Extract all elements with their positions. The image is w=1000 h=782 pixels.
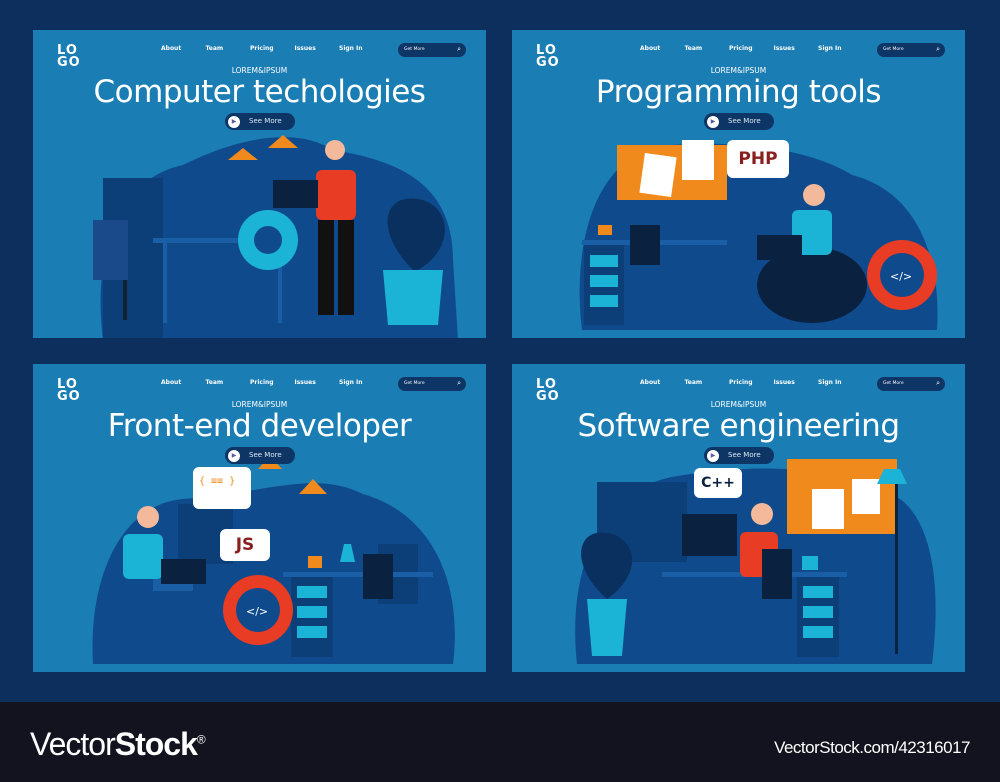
kicker-text: LOREM&IPSUM [710, 66, 767, 75]
svg-text:{ ≡≡ }: { ≡≡ } [199, 476, 235, 487]
nav-link-issues[interactable]: Issues [294, 379, 316, 386]
nav-link-about[interactable]: About [161, 379, 182, 386]
logo[interactable]: LO GO [536, 377, 560, 404]
page-title: Software engineering [577, 408, 901, 444]
nav-link-sign-in[interactable]: Sign In [339, 45, 363, 52]
nav-link-issues[interactable]: Issues [294, 45, 316, 52]
top-nav: About Team Pricing Issues Sign In [161, 45, 384, 52]
nav-link-sign-in[interactable]: Sign In [818, 45, 842, 52]
top-nav: About Team Pricing Issues Sign In [640, 45, 863, 52]
see-more-button[interactable]: ▶ See More [704, 447, 774, 464]
image-id: VectorStock.com/42316017 [774, 738, 970, 757]
nav-link-issues[interactable]: Issues [773, 379, 795, 386]
see-more-label: See More [728, 117, 761, 125]
logo[interactable]: LO GO [57, 43, 81, 70]
search-icon[interactable]: ⌕ [936, 379, 940, 387]
play-icon: ▶ [707, 115, 719, 128]
see-more-label: See More [728, 451, 761, 459]
search-input[interactable]: Get More ⌕ [877, 43, 945, 57]
page-title: Computer techologies [93, 74, 426, 110]
search-input[interactable]: Get More ⌕ [877, 377, 945, 391]
nav-link-about[interactable]: About [640, 379, 661, 386]
landing-page-computer: LO GO About Team Pricing Issues Sign In Get … [33, 30, 486, 338]
kicker-text: LOREM&IPSUM [231, 66, 288, 75]
nav-link-sign-in[interactable]: Sign In [339, 379, 363, 386]
nav-link-pricing[interactable]: Pricing [250, 45, 274, 52]
search-input[interactable]: Get More ⌕ [398, 43, 466, 57]
illustration-software [575, 459, 936, 664]
play-icon: ▶ [707, 449, 719, 462]
illustration-programming: </> [579, 140, 938, 330]
nav-link-team[interactable]: Team [205, 379, 224, 386]
registered-mark: ® [196, 732, 206, 747]
vectorstock-logo: VectorStock® [30, 726, 206, 763]
see-more-button[interactable]: ▶ See More [704, 113, 774, 130]
see-more-label: See More [249, 451, 282, 459]
brand-light: Vector [30, 726, 116, 762]
search-icon[interactable]: ⌕ [457, 45, 461, 53]
logo[interactable]: LO GO [57, 377, 81, 404]
kicker-text: LOREM&IPSUM [710, 400, 767, 409]
play-icon: ▶ [228, 449, 240, 462]
nav-link-pricing[interactable]: Pricing [729, 45, 753, 52]
kicker-text: LOREM&IPSUM [231, 400, 288, 409]
landing-page-programming: </> PHP LO GO About Team Pricing Issues Sign … [512, 30, 965, 338]
code-language-bubble: PHP [727, 140, 789, 178]
page-title: Programming tools [595, 74, 882, 110]
code-language-bubble: JS [220, 529, 270, 561]
nav-link-about[interactable]: About [640, 45, 661, 52]
nav-link-pricing[interactable]: Pricing [250, 379, 274, 386]
search-icon[interactable]: ⌕ [457, 379, 461, 387]
illustration-frontend: </> { ≡≡ } [92, 456, 455, 664]
nav-link-about[interactable]: About [161, 45, 182, 52]
see-more-button[interactable]: ▶ See More [225, 447, 295, 464]
nav-link-team[interactable]: Team [684, 379, 703, 386]
see-more-button[interactable]: ▶ See More [225, 113, 295, 130]
play-icon: ▶ [228, 115, 240, 128]
search-placeholder: Get More [883, 381, 904, 386]
nav-link-team[interactable]: Team [684, 45, 703, 52]
illustration-computer [93, 135, 458, 338]
top-nav: About Team Pricing Issues Sign In [640, 379, 863, 386]
nav-link-team[interactable]: Team [205, 45, 224, 52]
search-input[interactable]: Get More ⌕ [398, 377, 466, 391]
svg-text:</>: </> [890, 270, 912, 283]
brand-bold: Stock [114, 726, 198, 762]
nav-link-sign-in[interactable]: Sign In [818, 379, 842, 386]
search-placeholder: Get More [883, 47, 904, 52]
see-more-label: See More [249, 117, 282, 125]
page-title: Front-end developer [107, 408, 412, 444]
svg-text:</>: </> [246, 605, 268, 618]
top-nav: About Team Pricing Issues Sign In [161, 379, 384, 386]
nav-link-issues[interactable]: Issues [773, 45, 795, 52]
footer-bar: VectorStock® VectorStock.com/42316017 [0, 702, 1000, 782]
search-placeholder: Get More [404, 47, 425, 52]
code-language-bubble: C++ [694, 468, 742, 498]
logo[interactable]: LO GO [536, 43, 560, 70]
search-placeholder: Get More [404, 381, 425, 386]
nav-link-pricing[interactable]: Pricing [729, 379, 753, 386]
search-icon[interactable]: ⌕ [936, 45, 940, 53]
